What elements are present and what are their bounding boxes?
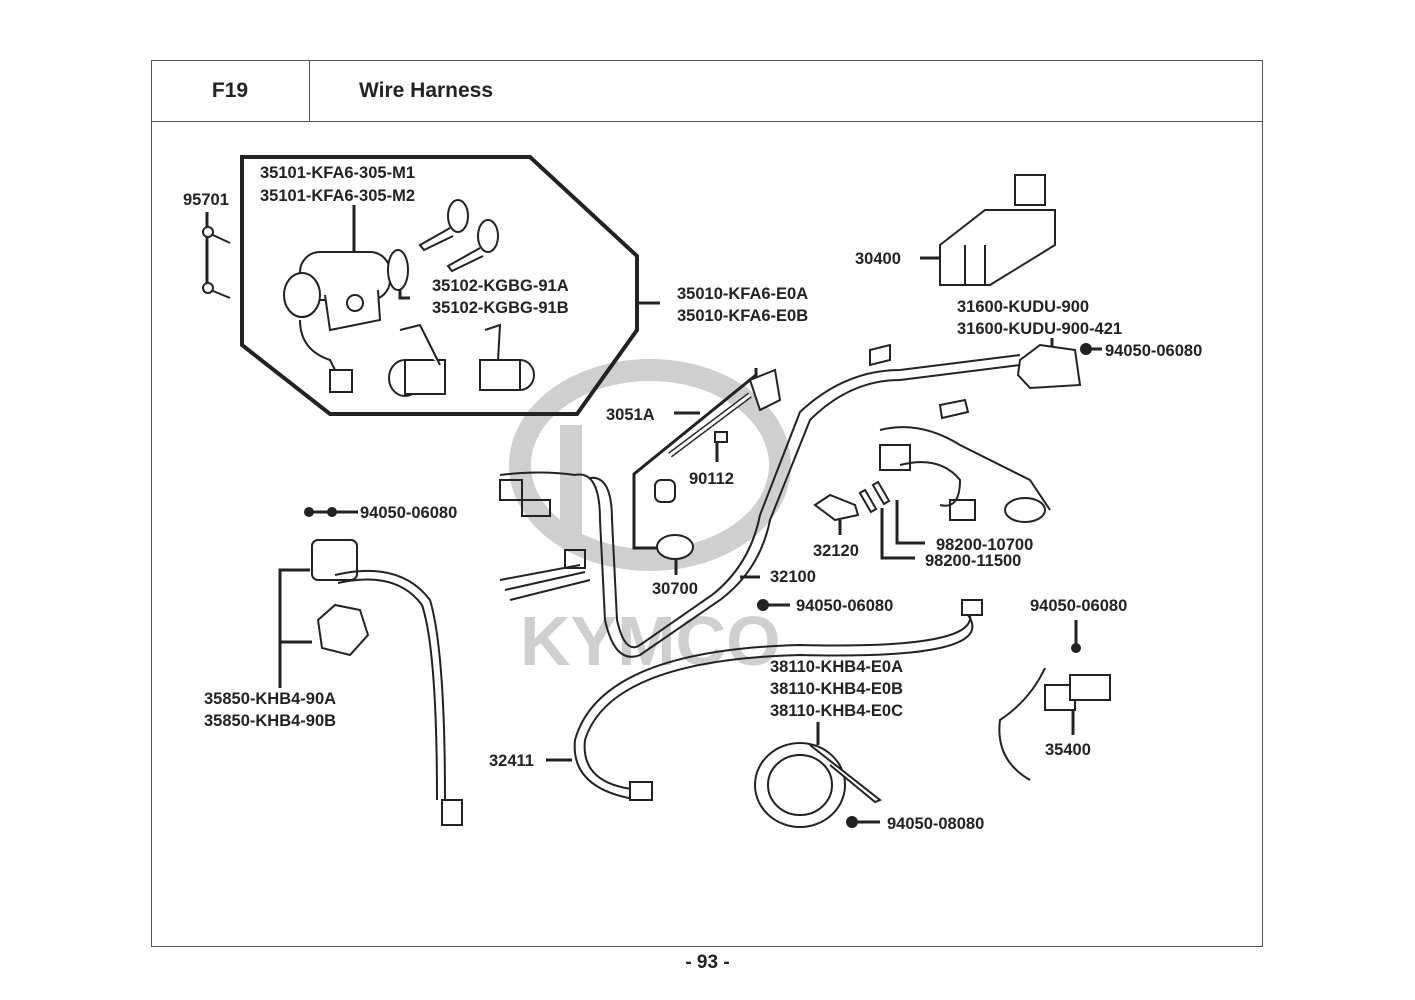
part-label-32120: 32120 xyxy=(813,542,859,560)
part-label-horn-2: 38110-KHB4-E0B xyxy=(770,680,903,698)
part-label-3051A: 3051A xyxy=(606,406,655,424)
part-label-32100: 32100 xyxy=(770,568,816,586)
part-label-fuse-a: 98200-10700 xyxy=(936,536,1034,554)
part-label-30700: 30700 xyxy=(652,580,698,598)
part-label-key-set-2: 35010-KFA6-E0B xyxy=(677,307,809,325)
part-label-regulator-2: 31600-KUDU-900-421 xyxy=(957,320,1123,338)
section-code: F19 xyxy=(151,60,310,122)
part-label-key-set-1: 35010-KFA6-E0A xyxy=(677,285,809,303)
part-label-regulator-1: 31600-KUDU-900 xyxy=(957,298,1090,316)
part-label-horn-1: 38110-KHB4-E0A xyxy=(770,658,903,676)
part-label-ignition-switch-1: 35101-KFA6-305-M1 xyxy=(260,164,415,182)
part-label-95701: 95701 xyxy=(183,191,229,209)
watermark-text: KYMCO xyxy=(520,602,781,680)
part-label-nut-regulator: 94050-06080 xyxy=(1105,342,1203,360)
ignition-switch-icon xyxy=(283,205,410,393)
spark-plug-cap-icon xyxy=(632,368,782,575)
lock-cylinder-icon xyxy=(388,323,535,397)
part-label-nut-starter: 94050-06080 xyxy=(360,504,458,522)
part-label-lock-set-2: 35102-KGBG-91B xyxy=(432,299,569,317)
part-label-lock-set-1: 35102-KGBG-91A xyxy=(432,277,569,295)
diagram-frame xyxy=(151,60,1263,947)
section-title: Wire Harness xyxy=(310,60,1263,122)
part-label-ignition-switch-2: 35101-KFA6-305-M2 xyxy=(260,187,415,205)
part-label-nut-horn: 94050-08080 xyxy=(887,815,985,833)
part-label-horn-3: 38110-KHB4-E0C xyxy=(770,702,903,720)
relay-box-icon xyxy=(920,174,1056,286)
part-label-nut-mid: 94050-06080 xyxy=(796,597,894,615)
key-icon xyxy=(418,199,499,273)
screw-icon xyxy=(202,212,231,299)
horn-icon xyxy=(754,722,882,828)
wire-harness-icon xyxy=(499,343,1051,658)
regulator-icon xyxy=(1016,338,1102,390)
key-set-outline xyxy=(240,155,639,416)
page-number: - 93 - xyxy=(685,952,730,973)
part-label-starter-relay-2: 35850-KHB4-90B xyxy=(204,712,337,730)
battery-cable-icon xyxy=(546,599,983,801)
relay-unit-icon xyxy=(998,620,1111,781)
part-label-32411: 32411 xyxy=(489,752,534,770)
part-label-starter-relay-1: 35850-KHB4-90A xyxy=(204,690,337,708)
part-label-90112: 90112 xyxy=(689,470,734,488)
fuse-holder-icon xyxy=(813,480,925,560)
part-label-30400: 30400 xyxy=(855,250,901,268)
part-label-fuse-b: 98200-11500 xyxy=(925,552,1022,570)
part-label-35400: 35400 xyxy=(1045,741,1091,759)
part-label-nut-right: 94050-06080 xyxy=(1030,597,1128,615)
starter-relay-icon xyxy=(278,507,463,826)
